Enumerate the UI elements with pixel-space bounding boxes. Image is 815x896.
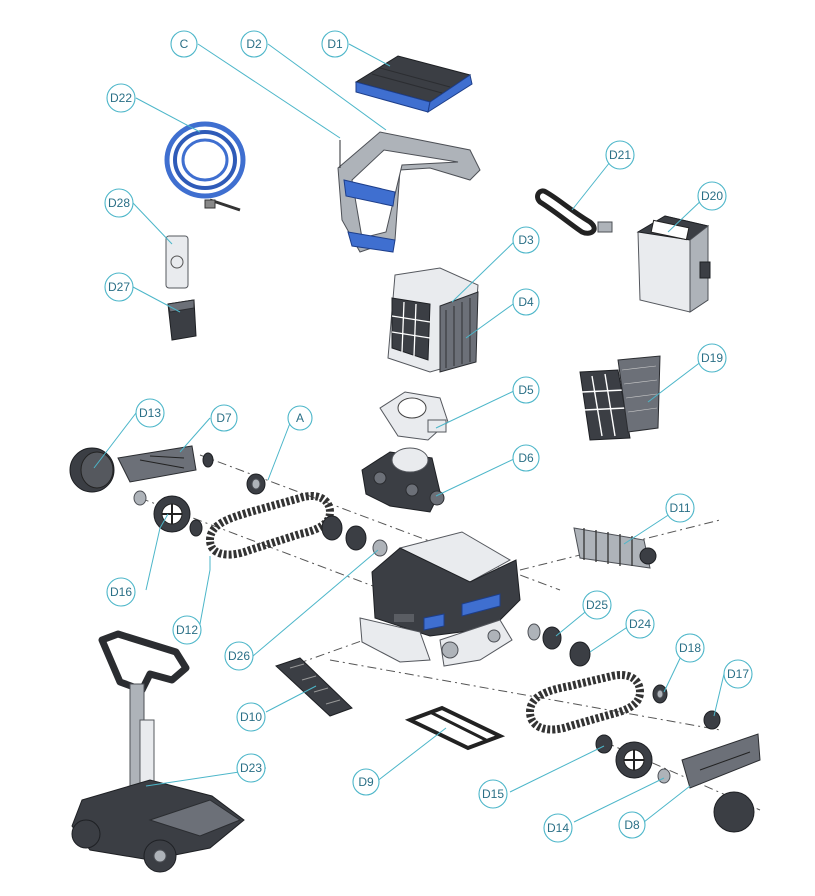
label-d20-text: D20 [701,189,723,203]
part-bushings-right [652,684,721,730]
part-sprockets-right [527,623,591,667]
part-bush-d14 [657,768,671,784]
label-d2: D2 [240,30,268,58]
label-d23: D23 [236,753,266,783]
label-c-text: C [180,37,189,51]
part-top-lid [354,55,473,114]
part-track-right [525,671,645,734]
part-motor-unit [361,447,445,513]
label-d27: D27 [104,272,134,302]
label-d9: D9 [352,768,380,796]
label-d25: D25 [582,590,612,620]
label-d6: D6 [512,444,540,472]
part-side-cap-left [69,447,115,493]
label-d7: D7 [210,404,238,432]
label-d16-text: D16 [110,585,132,599]
label-d4-text: D4 [518,295,534,309]
part-bushings-left [133,452,266,506]
label-d23-text: D23 [240,761,262,775]
label-d19: D19 [697,343,727,373]
label-d16: D16 [106,577,136,607]
label-d18-text: D18 [679,641,701,655]
label-d24-text: D24 [629,617,651,631]
label-d13-text: D13 [139,406,161,420]
label-a-text: A [296,411,304,425]
part-bracket [404,705,506,751]
label-d5: D5 [512,376,540,404]
label-d11: D11 [665,493,695,523]
part-handle-frame [337,131,481,253]
part-cable-coil [164,121,246,212]
label-d12-text: D12 [176,623,198,637]
label-a: A [287,405,313,431]
label-d1-text: D1 [327,37,343,51]
label-d1: D1 [321,30,349,58]
label-d26: D26 [224,641,254,671]
part-clip [167,299,197,341]
label-d8: D8 [618,811,646,839]
label-d2-text: D2 [246,37,262,51]
label-d4: D4 [512,288,540,316]
label-d22: D22 [106,83,136,113]
part-filter-panel [439,291,479,373]
label-d14: D14 [543,813,573,843]
label-d15: D15 [478,779,508,809]
label-d5-text: D5 [518,383,534,397]
label-d19-text: D19 [701,351,723,365]
label-d18: D18 [675,633,705,663]
label-c: C [170,30,198,58]
label-d12: D12 [172,615,202,645]
part-pump [379,391,449,441]
label-d10-text: D10 [240,710,262,724]
label-d21-text: D21 [609,148,631,162]
part-track-left [189,491,335,559]
label-d3-text: D3 [518,233,534,247]
label-d15-text: D15 [482,787,504,801]
label-d14-text: D14 [547,821,569,835]
label-d22-text: D22 [110,91,132,105]
part-wheel-left [153,495,191,533]
part-filter-panels-spare [579,355,661,441]
part-remote [165,235,189,289]
label-d28: D28 [104,188,134,218]
label-d24: D24 [625,609,655,639]
part-side-panel-left [117,445,197,483]
label-d13: D13 [135,398,165,428]
label-d28-text: D28 [108,196,130,210]
part-power-supply [636,215,711,313]
part-brush-right [573,527,657,569]
label-d20: D20 [697,181,727,211]
label-d11-text: D11 [669,501,690,515]
label-d21: D21 [605,140,635,170]
part-caddy-cart [71,630,245,873]
label-d27-text: D27 [108,280,130,294]
label-d10: D10 [236,702,266,732]
label-d8-text: D8 [624,818,640,832]
part-robot-body [359,531,521,667]
part-side-panel-right [681,733,761,789]
label-d6-text: D6 [518,451,534,465]
label-d7-text: D7 [216,411,232,425]
label-d17: D17 [723,659,753,689]
label-d3: D3 [512,226,540,254]
part-sprockets-left [321,515,388,557]
part-wheel-right [595,734,653,779]
label-d26-text: D26 [228,649,250,663]
label-d25-text: D25 [586,598,608,612]
part-side-cap-right [713,791,755,833]
label-d9-text: D9 [358,775,374,789]
part-swivel [535,188,613,236]
label-d17-text: D17 [727,667,749,681]
